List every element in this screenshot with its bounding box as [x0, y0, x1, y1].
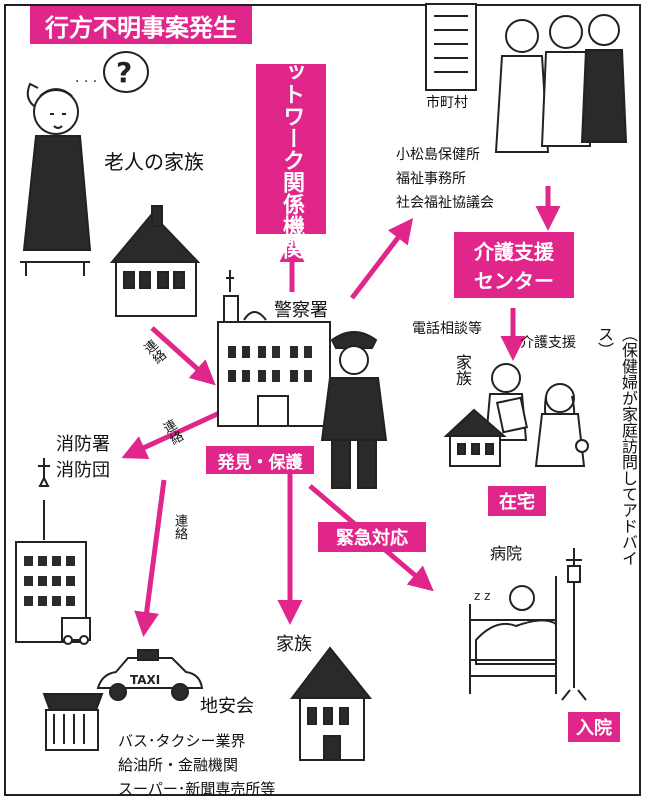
support-center-line1: 介護支援	[474, 240, 554, 264]
svg-text:z z: z z	[474, 589, 490, 603]
arrow-to-fire-station	[121, 407, 228, 459]
family-bottom-label: 家族	[276, 634, 312, 655]
diagram-frame	[4, 4, 641, 796]
page-title: 行方不明事案発生	[45, 13, 237, 42]
community-member-1: バス･タクシー業界	[118, 732, 246, 750]
care-support-label: 介護支援	[520, 335, 576, 351]
house-icon	[109, 205, 201, 317]
municipal-label: 市町村	[426, 95, 468, 111]
family-house-icon	[289, 646, 373, 761]
found-protect-label: 発見・保護	[217, 452, 303, 473]
emergency-box: 緊急対応	[318, 522, 426, 552]
support-center-line2: センター	[474, 269, 554, 293]
hospital-label: 病院	[490, 544, 523, 563]
officials-icon	[425, 3, 628, 153]
community-member-2: 給油所・金融機関	[118, 756, 239, 774]
taxi-sign: TAXI	[130, 673, 160, 687]
fire-brigade-label: 消防団	[56, 460, 110, 481]
welfare-office-label: 福祉事務所	[396, 171, 466, 187]
hospital-bed-icon	[469, 548, 587, 701]
community-label: 地安会	[200, 696, 254, 717]
title-box: 行方不明事案発生	[30, 6, 252, 44]
arrow-to-health-center	[350, 218, 414, 300]
shop-icon	[42, 693, 104, 751]
hospitalized-box: 入院	[568, 712, 620, 742]
at-home-box: 在宅	[488, 486, 546, 516]
health-center-label: 小松島保健所	[396, 147, 480, 163]
found-protect-box: 発見・保護	[206, 446, 314, 474]
arrow-family-to-police	[150, 326, 216, 386]
emergency-label: 緊急対応	[336, 528, 408, 549]
social-welfare-council-label: 社会福祉協議会	[396, 195, 494, 211]
network-box: ネットワーク関係機関	[256, 39, 326, 259]
question-mark-icon: ?	[103, 51, 149, 93]
elder-family-label: 老人の家族	[104, 150, 204, 174]
taxi-icon	[96, 649, 204, 701]
family-icon	[484, 363, 589, 467]
arrow-to-community	[134, 479, 167, 637]
advice-note: （保健婦が家庭訪問してアドバイス）	[595, 326, 638, 566]
police-officer-icon	[320, 331, 388, 489]
svg-text:· · ·: · · ·	[75, 74, 97, 90]
police-station-icon	[217, 270, 331, 427]
svg-text:?: ?	[116, 56, 132, 89]
community-member-3: スーパー･新聞専売所等	[118, 780, 276, 798]
contact-label-3: 連絡	[172, 514, 187, 540]
fire-station-label: 消防署	[56, 434, 110, 455]
fire-station-icon	[15, 458, 91, 645]
elderly-man-icon	[20, 82, 92, 276]
family-home-label: 家族	[453, 354, 472, 386]
police-station-label: 警察署	[274, 300, 328, 321]
small-house-icon	[443, 408, 507, 467]
at-home-label: 在宅	[499, 492, 535, 513]
phone-consult-label: 電話相談等	[412, 321, 482, 337]
support-center-box: 介護支援 センター	[454, 232, 574, 298]
network-label: ネットワーク関係機関	[279, 39, 304, 259]
hospitalized-label: 入院	[576, 718, 612, 739]
